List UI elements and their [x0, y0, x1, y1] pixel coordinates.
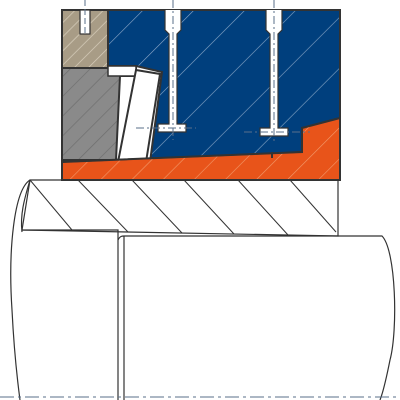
backup-ring-notch — [107, 65, 137, 77]
vent-port-icon — [136, 0, 196, 140]
seal-lip — [61, 116, 341, 181]
fitting-port-icon — [244, 0, 310, 144]
shaft-left-end — [10, 179, 31, 400]
shaft-body — [22, 229, 396, 400]
shaft-step — [117, 235, 125, 400]
shaft-inner-left-curve — [20, 179, 31, 233]
shaft — [0, 179, 400, 400]
seal-lip-divider — [61, 151, 303, 163]
collar-hatch-lines — [29, 179, 337, 236]
drain-port-icon — [79, 0, 91, 36]
